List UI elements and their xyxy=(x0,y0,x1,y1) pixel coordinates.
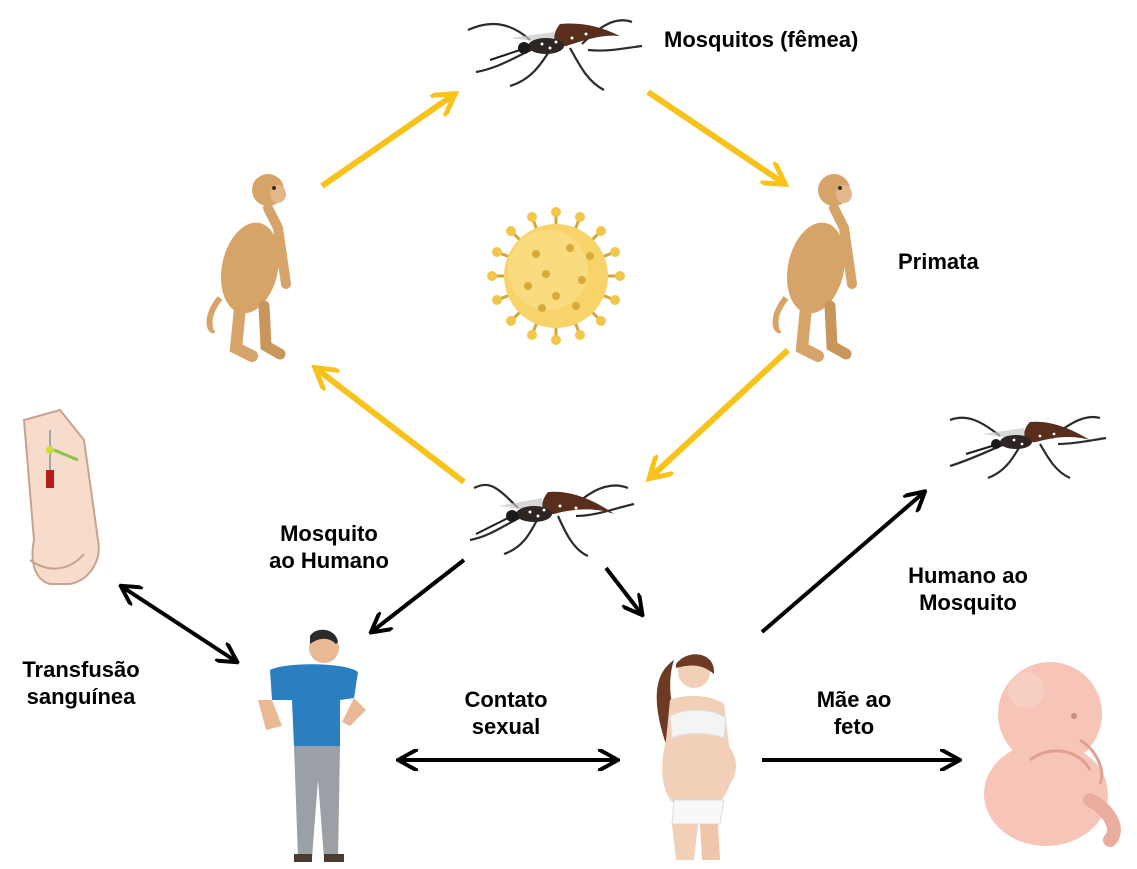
label-mosquito-ao-humano: Mosquito ao Humano xyxy=(254,520,404,574)
label-transfusao-sanguinea: Transfusão sanguínea xyxy=(6,656,156,710)
arrow-mosquito-to-woman xyxy=(606,568,640,612)
virus-icon xyxy=(487,207,625,345)
label-line-1: Humano ao xyxy=(888,562,1048,589)
mosquito-icon xyxy=(470,485,634,556)
label-mosquitos-femea: Mosquitos (fêmea) xyxy=(664,26,858,53)
arrow-transfusion-bidirectional xyxy=(124,588,234,660)
mosquito-icon xyxy=(468,20,642,90)
arrow-mosquito-to-primate xyxy=(648,92,782,182)
arrow-mosquito-to-primate-lower xyxy=(318,370,464,482)
label-mae-ao-feto: Mãe ao feto xyxy=(794,686,914,740)
arrow-primate-to-mosquito-lower xyxy=(652,350,788,476)
label-line-1: Mosquito xyxy=(254,520,404,547)
label-primata: Primata xyxy=(898,248,979,275)
label-line-2: sexual xyxy=(446,713,566,740)
fetus-icon xyxy=(984,662,1114,846)
pregnant-woman-icon xyxy=(657,654,736,860)
arrow-primate-to-mosquito xyxy=(322,96,452,186)
monkey-icon xyxy=(776,174,853,356)
label-line-2: sanguínea xyxy=(6,683,156,710)
blood-transfusion-arm-icon xyxy=(24,410,99,584)
label-line-2: feto xyxy=(794,713,914,740)
label-line-1: Mãe ao xyxy=(794,686,914,713)
label-line-1: Contato xyxy=(446,686,566,713)
label-humano-ao-mosquito: Humano ao Mosquito xyxy=(888,562,1048,616)
monkey-icon xyxy=(210,174,287,356)
label-line-2: ao Humano xyxy=(254,547,404,574)
label-line-2: Mosquito xyxy=(888,589,1048,616)
label-contato-sexual: Contato sexual xyxy=(446,686,566,740)
man-icon xyxy=(258,630,366,862)
label-primata-text: Primata xyxy=(898,248,979,275)
label-line-1: Transfusão xyxy=(6,656,156,683)
mosquito-icon xyxy=(950,417,1106,478)
label-mosquitos-femea-text: Mosquitos (fêmea) xyxy=(664,26,858,53)
